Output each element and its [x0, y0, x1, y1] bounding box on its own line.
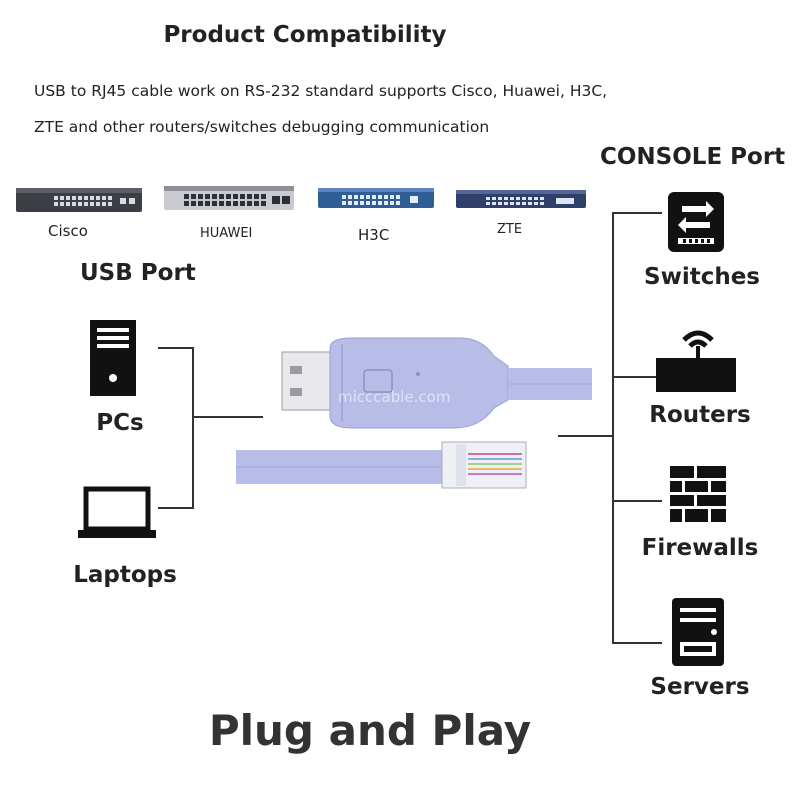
huawei-switch-icon: [164, 186, 294, 210]
zte-switch-icon: [456, 190, 586, 208]
left-bracket-line: [192, 347, 194, 509]
pc-connector-line: [158, 347, 193, 349]
router-icon: [656, 330, 736, 392]
network-switch-icon: [668, 192, 724, 252]
laptop-icon: [78, 486, 156, 538]
firewall-connector-line: [612, 500, 662, 502]
servers-label: Servers: [650, 674, 750, 700]
firewall-icon: [670, 466, 726, 522]
brand-label-h3c: H3C: [358, 226, 390, 244]
usb-link-line: [193, 416, 263, 418]
description-line-2: ZTE and other routers/switches debugging…: [34, 118, 490, 136]
page-title: Product Compatibility: [163, 22, 447, 48]
h3c-switch-icon: [318, 188, 434, 208]
usb-rj45-cable-image: [236, 337, 592, 489]
console-port-label: CONSOLE Port: [600, 144, 786, 170]
right-bracket-line: [612, 212, 614, 644]
switches-label: Switches: [644, 264, 760, 290]
brand-label-huawei: HUAWEI: [200, 226, 253, 241]
brand-label-cisco: Cisco: [48, 222, 88, 240]
pc-tower-icon: [90, 320, 136, 396]
laptop-connector-line: [158, 507, 193, 509]
usb-port-label: USB Port: [80, 260, 196, 286]
server-connector-line: [612, 642, 662, 644]
pcs-label: PCs: [96, 410, 144, 436]
router-connector-line: [612, 376, 662, 378]
brand-label-zte: ZTE: [497, 222, 523, 237]
firewalls-label: Firewalls: [641, 535, 759, 561]
routers-label: Routers: [649, 402, 751, 428]
console-link-line: [558, 435, 613, 437]
description-line-1: USB to RJ45 cable work on RS-232 standar…: [34, 82, 608, 100]
watermark: micccable.com: [338, 388, 451, 406]
plug-and-play-tagline: Plug and Play: [208, 706, 532, 755]
server-icon: [672, 598, 724, 666]
laptops-label: Laptops: [73, 562, 177, 588]
cisco-switch-icon: [16, 188, 142, 212]
switch-connector-line: [612, 212, 662, 214]
